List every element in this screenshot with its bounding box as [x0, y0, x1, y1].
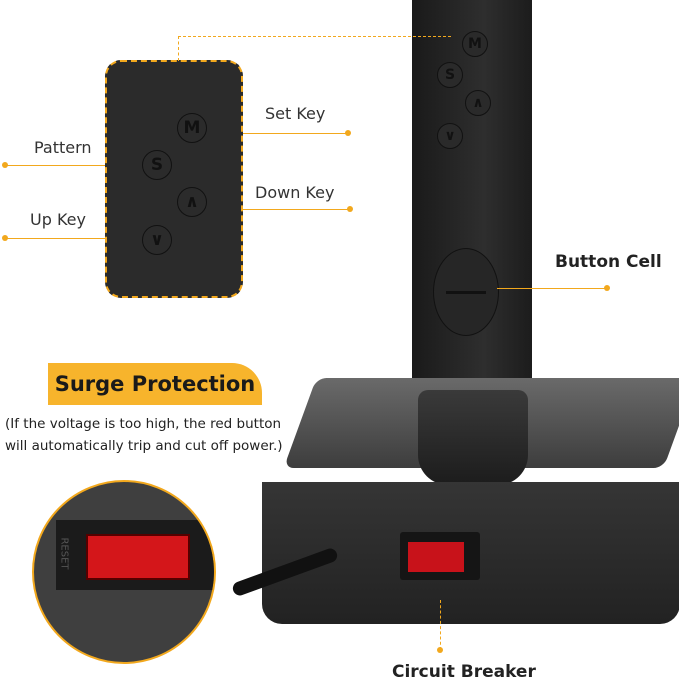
down-key-label: Down Key — [255, 183, 335, 202]
arm-m-button[interactable]: M — [462, 31, 488, 57]
arm-up-button[interactable]: ∧ — [465, 90, 491, 116]
button-cell-cover — [433, 248, 499, 336]
up-key[interactable]: ∧ — [177, 187, 207, 217]
pattern-label: Pattern — [34, 138, 92, 157]
button-cell-label: Button Cell — [555, 252, 662, 272]
keypad-inset — [105, 60, 243, 298]
arm-s-button[interactable]: S — [437, 62, 463, 88]
top-connector — [178, 36, 451, 61]
m-key[interactable]: M — [177, 113, 207, 143]
down-key[interactable]: ∨ — [142, 225, 172, 255]
surge-description-line1: (If the voltage is too high, the red but… — [5, 416, 282, 432]
breaker-zoom-circle: RESET — [32, 480, 216, 664]
reset-button[interactable] — [86, 534, 190, 580]
surge-description-line2: will automatically trip and cut off powe… — [5, 438, 283, 454]
surge-protection-title: Surge Protection — [48, 363, 262, 405]
circuit-breaker-label: Circuit Breaker — [392, 662, 536, 682]
breaker-switch[interactable] — [400, 532, 480, 580]
reset-label: RESET — [58, 537, 70, 570]
s-key[interactable]: S — [142, 150, 172, 180]
set-key-label: Set Key — [265, 104, 326, 123]
up-key-label: Up Key — [30, 210, 86, 229]
arm-down-button[interactable]: ∨ — [437, 123, 463, 149]
hinge — [418, 390, 528, 485]
